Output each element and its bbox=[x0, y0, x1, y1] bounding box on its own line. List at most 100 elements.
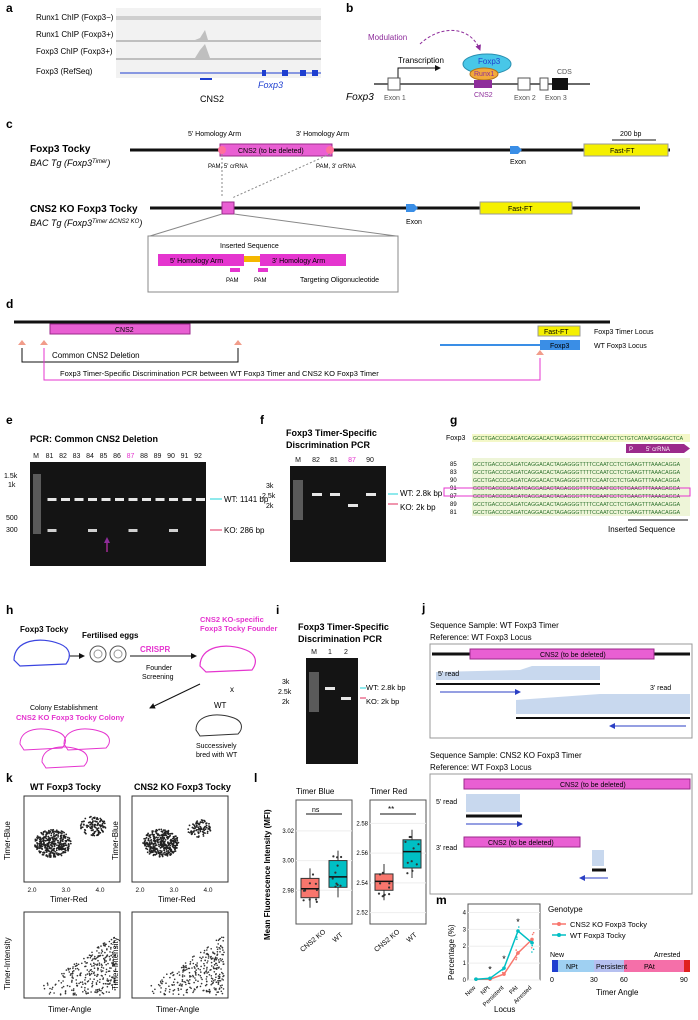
event-dot bbox=[218, 946, 220, 949]
transcription-label: Transcription bbox=[398, 56, 444, 65]
event-dot bbox=[70, 981, 73, 983]
panel-letter: a bbox=[6, 1, 13, 15]
event-dot bbox=[62, 975, 64, 977]
event-dot bbox=[205, 970, 207, 973]
cns2-label: CNS2 bbox=[115, 327, 134, 334]
wt-label: WT bbox=[214, 701, 227, 710]
event-dot bbox=[96, 956, 98, 959]
gel-band bbox=[312, 493, 322, 496]
event-dot bbox=[98, 830, 100, 833]
event-dot bbox=[221, 971, 223, 974]
event-dot bbox=[196, 985, 199, 988]
event-dot bbox=[57, 836, 59, 838]
event-dot bbox=[74, 968, 77, 970]
event-dot bbox=[42, 843, 44, 846]
event-dot bbox=[192, 975, 195, 978]
event-dot bbox=[52, 836, 55, 838]
event-dot bbox=[52, 854, 55, 857]
event-dot bbox=[178, 984, 181, 987]
event-dot bbox=[44, 835, 46, 838]
event-dot bbox=[149, 834, 152, 836]
event-dot bbox=[109, 958, 111, 960]
ko-label: KO: 2k bp bbox=[400, 503, 436, 512]
replicate-point bbox=[476, 978, 478, 980]
read5-label: 5' read bbox=[438, 671, 459, 678]
scatter-frame bbox=[23, 795, 121, 883]
event-dot bbox=[36, 842, 38, 844]
event-dot bbox=[87, 825, 90, 827]
event-dot bbox=[84, 979, 86, 981]
event-dot bbox=[172, 839, 175, 842]
crrna-label: 5' crRNA bbox=[646, 447, 670, 453]
plot-title: Timer Blue bbox=[296, 787, 335, 796]
event-dot bbox=[151, 831, 154, 834]
event-dot bbox=[40, 831, 43, 834]
event-dot bbox=[39, 837, 41, 839]
event-dot bbox=[90, 991, 92, 993]
event-dot bbox=[71, 979, 73, 982]
event-dot bbox=[159, 985, 161, 987]
event-dot bbox=[167, 850, 170, 852]
box-wt bbox=[402, 839, 422, 869]
cds-box bbox=[552, 78, 568, 90]
sample-id: 89 bbox=[450, 502, 457, 508]
event-dot bbox=[202, 835, 205, 837]
gel-title: PCR: Common CNS2 Deletion bbox=[30, 434, 158, 444]
inset-arm3 bbox=[260, 254, 346, 266]
event-dot bbox=[160, 851, 163, 854]
event-dot bbox=[197, 980, 199, 982]
legend-marker-wt bbox=[557, 933, 561, 937]
panel-a: a Runx1 ChIP (Foxp3−) Runx1 ChIP (Foxp3+… bbox=[6, 1, 321, 104]
event-dot bbox=[114, 988, 116, 991]
event-dot bbox=[165, 852, 168, 855]
event-dot bbox=[107, 983, 110, 985]
event-dot bbox=[63, 976, 65, 978]
significance-label: ns bbox=[312, 807, 320, 814]
event-dot bbox=[205, 983, 208, 986]
event-dot bbox=[175, 842, 178, 845]
event-dot bbox=[192, 974, 194, 977]
event-dot bbox=[146, 833, 149, 836]
event-dot bbox=[160, 987, 162, 989]
event-dot bbox=[144, 844, 146, 846]
event-dot bbox=[72, 967, 74, 970]
event-dot bbox=[200, 982, 203, 985]
event-dot bbox=[53, 847, 56, 850]
event-dot bbox=[161, 844, 164, 847]
plot-title: CNS2 KO Foxp3 Tocky bbox=[134, 782, 231, 792]
event-dot bbox=[44, 830, 46, 833]
event-dot bbox=[85, 824, 88, 827]
event-dot bbox=[163, 834, 165, 837]
event-dot bbox=[109, 967, 111, 969]
event-dot bbox=[152, 992, 155, 995]
event-dot bbox=[188, 971, 191, 974]
event-dot bbox=[95, 989, 97, 991]
event-dot bbox=[112, 960, 114, 962]
x-axis-label: Timer-Angle bbox=[48, 1005, 92, 1014]
scatter-points bbox=[142, 819, 212, 858]
x-tick-label: 2.0 bbox=[27, 887, 36, 894]
event-dot bbox=[149, 848, 151, 851]
event-dot bbox=[60, 844, 63, 847]
event-dot bbox=[51, 986, 54, 989]
exon1-box bbox=[387, 77, 401, 91]
gel-band bbox=[88, 529, 97, 532]
inserted-label: Inserted Sequence bbox=[220, 243, 279, 250]
event-dot bbox=[205, 956, 207, 959]
event-dot bbox=[204, 820, 206, 823]
replicate-point bbox=[516, 938, 518, 940]
event-dot bbox=[189, 963, 191, 965]
event-dot bbox=[160, 842, 163, 845]
event-dot bbox=[145, 847, 148, 850]
event-dot bbox=[200, 976, 202, 979]
event-dot bbox=[176, 838, 179, 840]
significance-star: * bbox=[516, 917, 520, 927]
event-dot bbox=[157, 833, 160, 836]
event-dot bbox=[163, 976, 165, 979]
gel-band bbox=[325, 687, 335, 690]
event-dot bbox=[45, 847, 48, 850]
event-dot bbox=[186, 968, 188, 971]
event-dot bbox=[100, 970, 103, 973]
event-dot bbox=[206, 832, 209, 834]
event-dot bbox=[164, 853, 166, 856]
